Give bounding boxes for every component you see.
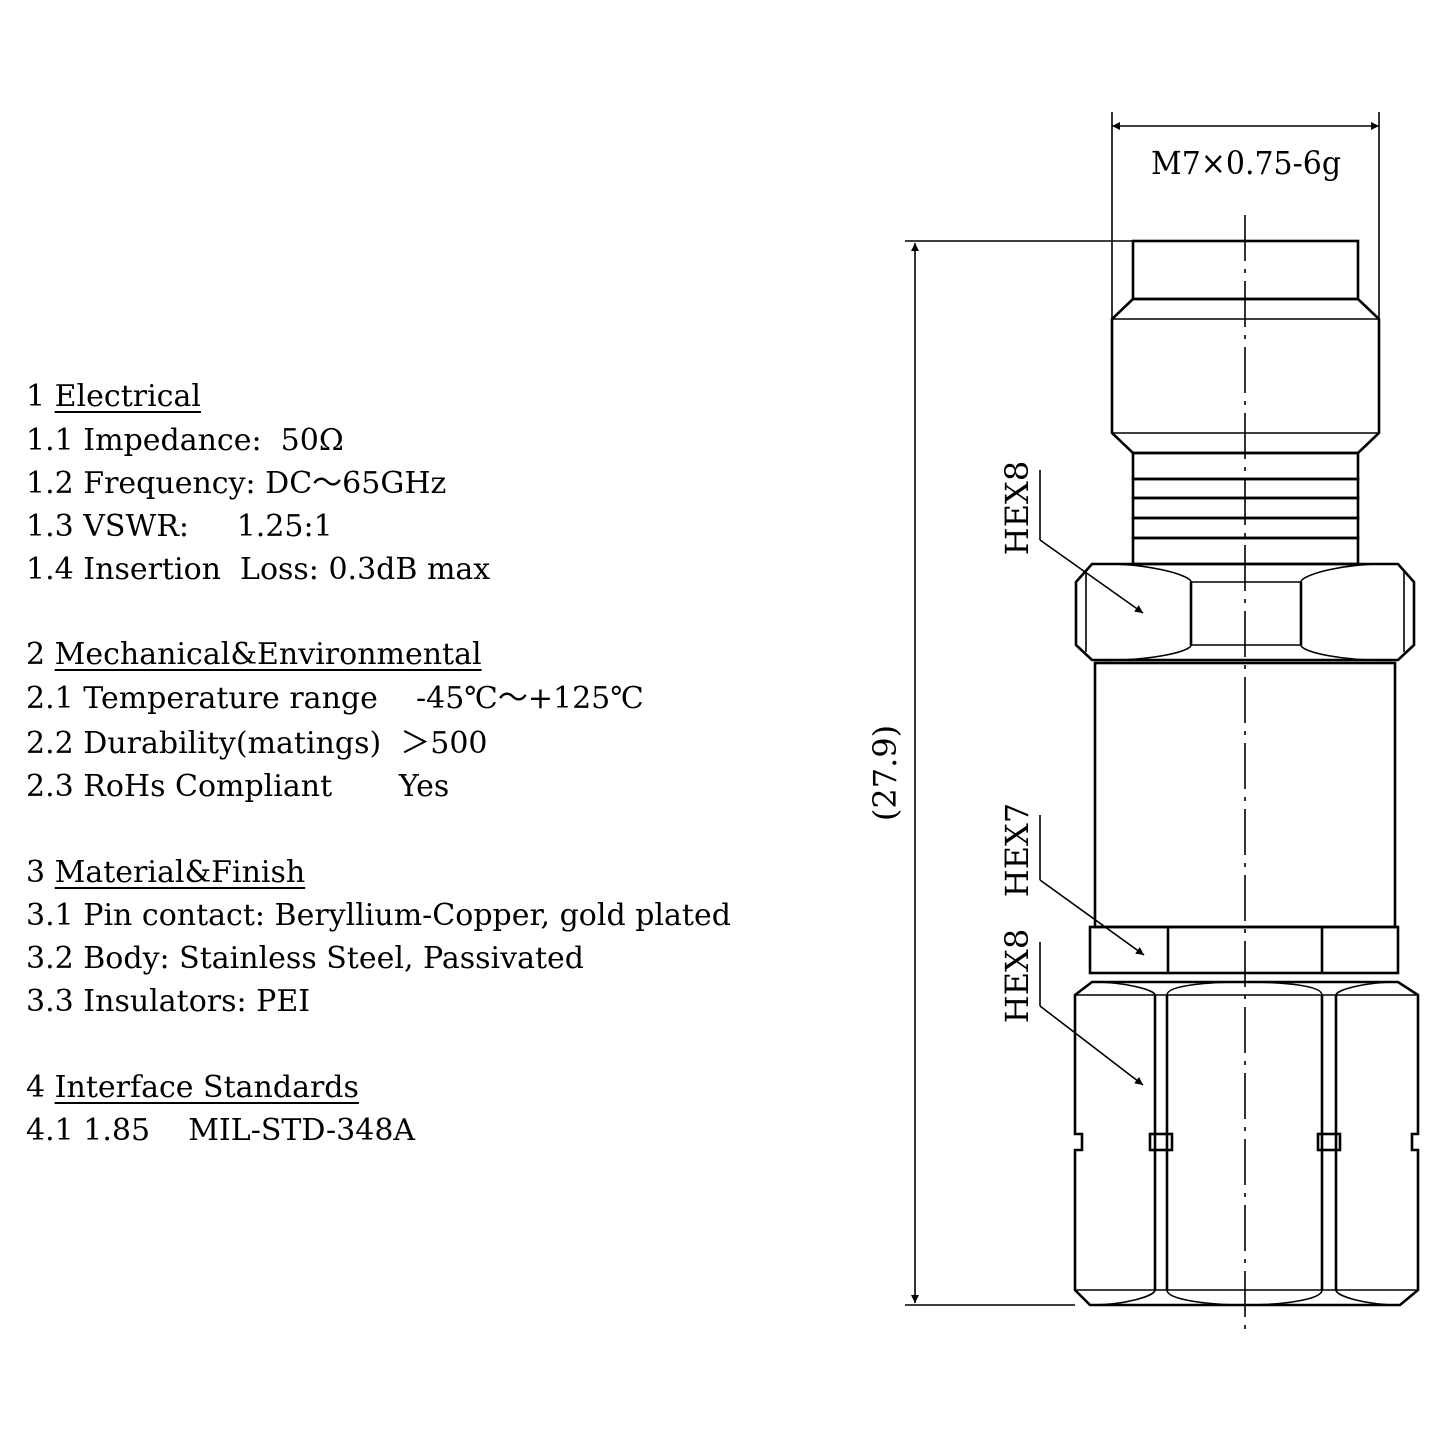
thread-label: M7×0.75-6g xyxy=(1151,144,1341,182)
section-interface: 4 Interface Standards xyxy=(26,1070,359,1105)
hex-top-callout: HEX8 xyxy=(998,461,1144,614)
spec-impedance: 1.1 Impedance: 50Ω xyxy=(26,423,344,458)
hex-top-label: HEX8 xyxy=(998,461,1036,555)
spec-body: 3.2 Body: Stainless Steel, Passivated xyxy=(26,941,584,976)
section-title: Interface Standards xyxy=(54,1070,359,1105)
spec-vswr: 1.3 VSWR: 1.25:1 xyxy=(26,509,333,544)
hex-bottom-label: HEX8 xyxy=(998,929,1036,1023)
spec-interface-standard: 4.1 1.85 MIL-STD-348A xyxy=(26,1113,416,1148)
length-label: (27.9) xyxy=(866,725,904,821)
spec-insulators: 3.3 Insulators: PEI xyxy=(26,984,311,1019)
spec-temperature: 2.1 Temperature range -45℃～+125℃ xyxy=(26,681,644,716)
length-dimension: (27.9) xyxy=(866,240,1133,1306)
section-title: Mechanical&Environmental xyxy=(54,637,482,672)
hex-middle-callout: HEX7 xyxy=(998,803,1145,956)
hex-nut-top xyxy=(1074,562,1416,662)
section-mechanical: 2 Mechanical&Environmental xyxy=(26,637,482,672)
section-electrical: 1 Electrical xyxy=(26,379,201,414)
hex-nut-bottom xyxy=(1073,980,1420,1307)
section-material: 3 Material&Finish xyxy=(26,855,306,890)
section-title: Material&Finish xyxy=(54,855,306,890)
hex-middle-label: HEX7 xyxy=(998,803,1036,897)
hex-nut-middle xyxy=(1088,925,1400,975)
thread-dimension: M7×0.75-6g xyxy=(1111,112,1380,318)
spec-frequency: 1.2 Frequency: DC～65GHz xyxy=(26,466,447,501)
section-title: Electrical xyxy=(54,379,201,414)
spec-insertion-loss: 1.4 Insertion Loss: 0.3dB max xyxy=(26,552,491,587)
hex-bottom-callout: HEX8 xyxy=(998,929,1144,1086)
spec-rohs: 2.3 RoHs Compliant Yes xyxy=(26,769,450,804)
spec-pin-contact: 3.1 Pin contact: Beryllium-Copper, gold … xyxy=(26,898,731,933)
spec-durability: 2.2 Durability(matings) ＞500 xyxy=(26,726,488,761)
